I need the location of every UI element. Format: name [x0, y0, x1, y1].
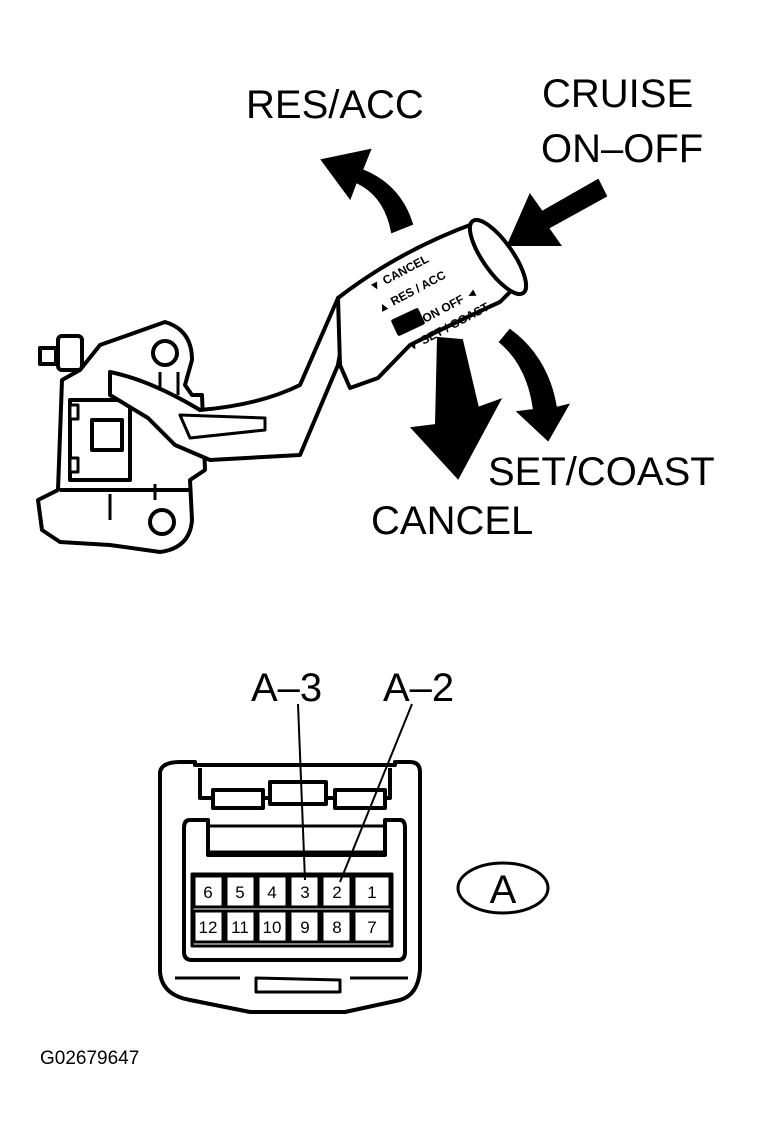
- pin-label: 12: [199, 918, 218, 937]
- pin-label: 5: [235, 883, 244, 902]
- pin-label: 6: [203, 883, 212, 902]
- switch-body: [36, 320, 207, 554]
- pin-1: [352, 874, 392, 909]
- cancel-arrow: [409, 336, 503, 480]
- pin-label: 11: [231, 918, 249, 937]
- pin-label: 10: [263, 918, 282, 937]
- pin-label: 8: [332, 918, 341, 937]
- pin-8: [320, 909, 353, 944]
- pin-3: [288, 874, 321, 909]
- cruise-label-line2: ON–OFF: [541, 127, 703, 171]
- pin-7: [352, 909, 392, 944]
- pin-5: [224, 874, 257, 909]
- pin-label: 3: [300, 883, 309, 902]
- cruise-label-line1: CRUISE: [542, 72, 693, 116]
- pointer-label-a2: A–2: [383, 666, 454, 710]
- pin-label: 4: [267, 883, 276, 902]
- res-acc-arrow: [320, 148, 414, 234]
- pin-4: [256, 874, 289, 909]
- pin-11: [224, 909, 257, 944]
- connector-a: [158, 760, 422, 1014]
- pin-label: 1: [367, 883, 376, 902]
- figure-code: G02679647: [40, 1048, 139, 1069]
- arrows: [320, 148, 608, 480]
- pointer-label-a3: A–3: [251, 666, 322, 710]
- pin-2: [320, 874, 353, 909]
- pin-9: [288, 909, 321, 944]
- cancel-label: CANCEL: [371, 499, 533, 543]
- cruise-on-off-arrow: [506, 178, 608, 246]
- cruise-control-lever: [108, 217, 529, 462]
- pin-row-bottom: 12 11 10 9 8 7: [192, 909, 392, 944]
- set-coast-label: SET/COAST: [488, 450, 715, 494]
- pin-label: 7: [367, 918, 376, 937]
- connector-id-oval: [456, 861, 550, 915]
- pointer-line-a2: [339, 703, 413, 883]
- connector-pins: 6 5 4 3 2 1 12 11 10 9 8 7: [192, 874, 392, 944]
- pin-pointers: [297, 703, 413, 883]
- connector-id-label: A: [490, 868, 517, 912]
- pin-label: 2: [332, 883, 341, 902]
- pointer-line-a3: [297, 703, 306, 881]
- pin-10: [256, 909, 289, 944]
- pin-row-top: 6 5 4 3 2 1: [192, 874, 392, 909]
- res-acc-label: RES/ACC: [246, 83, 424, 127]
- pin-12: [192, 909, 225, 944]
- pin-label: 9: [300, 918, 309, 937]
- pin-6: [192, 874, 225, 909]
- set-coast-arrow: [498, 328, 571, 442]
